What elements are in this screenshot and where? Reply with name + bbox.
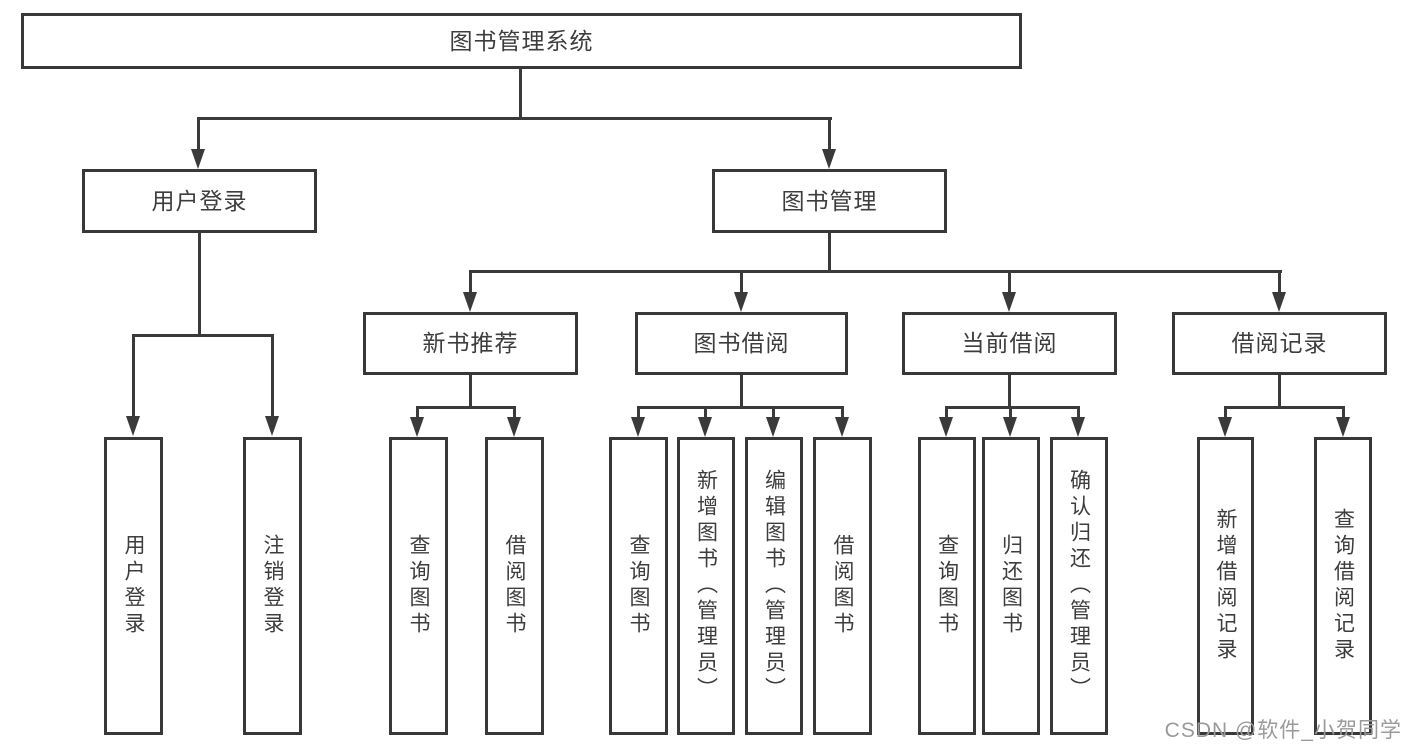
leaf-borrow-book-2: 借阅图书 [813, 437, 872, 735]
connector-line [637, 406, 844, 409]
connector-arrowhead [939, 417, 953, 437]
connector-line [1077, 406, 1080, 419]
connector-line [1009, 406, 1012, 419]
connector-line [1278, 375, 1281, 409]
connector-arrowhead [507, 417, 521, 437]
connector-line [519, 68, 522, 120]
connector-line [1224, 406, 1227, 419]
connector-arrowhead [631, 417, 645, 437]
connector-line [740, 270, 743, 294]
csdn-watermark: CSDN @软件_小贺同学 [1164, 719, 1402, 742]
leaf-return-book: 归还图书 [982, 437, 1040, 735]
connector-line [945, 406, 948, 419]
connector-arrowhead [1003, 417, 1017, 437]
leaf-add-borrow-record: 新增借阅记录 [1197, 437, 1254, 735]
connector-line [416, 406, 516, 409]
connector-arrowhead [835, 417, 849, 437]
leaf-query-book-2: 查询图书 [609, 437, 668, 735]
leaf-logout: 注销登录 [243, 437, 302, 735]
connector-arrowhead [734, 292, 748, 312]
leaf-add-book-admin: 新增图书（管理员） [677, 437, 735, 735]
connector-line [1008, 375, 1011, 409]
leaf-query-book-1: 查询图书 [389, 437, 448, 735]
connector-arrowhead [822, 149, 836, 169]
leaf-edit-book-admin: 编辑图书（管理员） [745, 437, 803, 735]
connector-line [469, 270, 472, 294]
connector-line [416, 406, 419, 419]
connector-arrowhead [265, 416, 279, 436]
leaf-query-borrow-record: 查询借阅记录 [1314, 437, 1372, 735]
connector-line [197, 117, 200, 151]
connector-line [1278, 270, 1281, 294]
connector-line [772, 406, 775, 419]
connector-arrowhead [126, 416, 140, 436]
connector-arrowhead [698, 417, 712, 437]
connector-line [1008, 270, 1011, 294]
connector-line [704, 406, 707, 419]
node-new-book-recommend: 新书推荐 [363, 312, 578, 375]
node-book-management: 图书管理 [712, 169, 947, 233]
connector-line [945, 406, 1080, 409]
connector-arrowhead [1218, 417, 1232, 437]
node-book-borrow: 图书借阅 [635, 312, 848, 375]
connector-line [198, 233, 201, 337]
leaf-borrow-book-1: 借阅图书 [485, 437, 544, 735]
connector-line [271, 334, 274, 418]
connector-line [828, 117, 831, 151]
connector-line [469, 270, 1282, 273]
connector-arrowhead [1002, 292, 1016, 312]
connector-line [1224, 406, 1345, 409]
connector-line [513, 406, 516, 419]
connector-arrowhead [1336, 417, 1350, 437]
connector-arrowhead [1071, 417, 1085, 437]
connector-line [132, 334, 274, 337]
node-root: 图书管理系统 [21, 13, 1022, 69]
connector-line [197, 117, 832, 120]
node-current-borrow: 当前借阅 [902, 312, 1117, 375]
leaf-query-book-3: 查询图书 [918, 437, 976, 735]
connector-line [841, 406, 844, 419]
node-user-login: 用户登录 [82, 169, 317, 233]
connector-line [637, 406, 640, 419]
connector-line [740, 375, 743, 409]
connector-arrowhead [410, 417, 424, 437]
connector-line [828, 233, 831, 273]
connector-line [132, 334, 135, 418]
connector-arrowhead [1272, 292, 1286, 312]
connector-arrowhead [191, 149, 205, 169]
node-borrow-record: 借阅记录 [1172, 312, 1387, 375]
connector-arrowhead [463, 292, 477, 312]
connector-line [469, 375, 472, 409]
connector-line [1342, 406, 1345, 419]
leaf-confirm-return-admin: 确认归还（管理员） [1050, 437, 1108, 735]
leaf-user-login: 用户登录 [104, 437, 163, 735]
connector-arrowhead [766, 417, 780, 437]
